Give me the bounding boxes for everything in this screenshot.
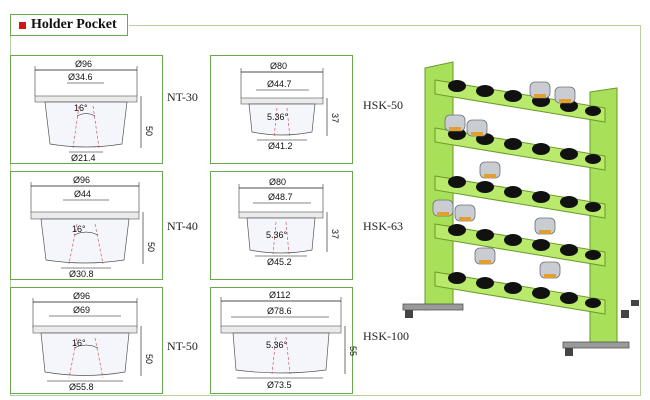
hsk100-top-diameter: Ø112	[269, 290, 290, 300]
hsk63-angle: 5.36°	[266, 230, 288, 240]
nt50-label: NT-50	[167, 339, 198, 353]
nt40-height: 50	[146, 242, 156, 252]
hsk50-height: 37	[330, 113, 340, 123]
section-title: Holder Pocket	[31, 17, 117, 32]
nt50-height: 50	[144, 354, 154, 364]
nt50-drawing-panel: Ø96 Ø69 16° 50 Ø55.8	[10, 287, 163, 394]
hsk63-bottom-diameter: Ø45.2	[267, 257, 292, 267]
hsk100-drawing-panel: Ø112 Ø78.6 5.36° 55 Ø73.5	[210, 287, 358, 394]
header-divider	[129, 25, 641, 26]
hsk63-diagram: Ø80 Ø48.7 5.36° 37 Ø45.2	[238, 177, 340, 267]
nt50-top-diameter: Ø96	[73, 291, 90, 301]
nt50-bottom-diameter: Ø55.8	[69, 382, 94, 392]
hsk63-top-diameter: Ø80	[269, 177, 286, 187]
hsk50-top-diameter: Ø80	[270, 61, 287, 71]
hsk100-height: 55	[348, 346, 358, 356]
nt40-diagram: Ø96 Ø44 16° 50 Ø30.8	[30, 175, 156, 279]
hsk50-bottom-diameter: Ø41.2	[268, 141, 293, 151]
nt30-angle: 16°	[74, 103, 88, 113]
hsk63-mid-diameter: Ø48.7	[268, 192, 293, 202]
hsk50-label: HSK-50	[363, 98, 404, 112]
hsk100-mid-diameter: Ø78.6	[267, 306, 292, 316]
hsk100-bottom-diameter: Ø73.5	[267, 380, 292, 390]
nt30-bottom-diameter: Ø21.4	[71, 153, 96, 163]
hsk100-angle: 5.36°	[266, 340, 288, 350]
nt50-mid-diameter: Ø69	[73, 305, 90, 315]
nt40-drawing-panel: Ø96 Ø44 16° 50 Ø30.8	[10, 171, 163, 280]
nt30-mid-diameter: Ø34.6	[68, 72, 93, 82]
hsk50-diagram: Ø80 Ø44.7 5.36° 37 Ø41.2	[240, 61, 340, 151]
nt50-diagram: Ø96 Ø69 16° 50 Ø55.8	[32, 291, 154, 392]
nt30-diagram: Ø96 Ø34.6 16° 50 Ø21.4	[34, 59, 154, 163]
nt30-drawing-panel: Ø96 Ø34.6 16° 50 Ø21.4	[10, 55, 163, 164]
hsk100-diagram: Ø112 Ø78.6 5.36° 55 Ø73.5	[220, 290, 358, 390]
tool-rack-illustration	[402, 61, 639, 356]
nt50-angle: 16°	[72, 338, 86, 348]
nt40-mid-diameter: Ø44	[74, 189, 91, 199]
nt30-top-diameter: Ø96	[75, 59, 92, 69]
nt40-label: NT-40	[167, 219, 198, 233]
bullet-square-icon	[19, 22, 26, 29]
nt40-top-diameter: Ø96	[73, 175, 90, 185]
hsk50-mid-diameter: Ø44.7	[267, 79, 292, 89]
hsk50-angle: 5.36°	[267, 112, 289, 122]
nt30-label: NT-30	[167, 90, 198, 104]
hsk63-drawing-panel: Ø80 Ø48.7 5.36° 37 Ø45.2	[210, 171, 353, 280]
section-header: Holder Pocket	[10, 14, 128, 36]
hsk63-label: HSK-63	[363, 219, 404, 233]
hsk100-label: HSK-100	[363, 329, 410, 343]
hsk50-drawing-panel: Ø80 Ø44.7 5.36° 37 Ø41.2	[210, 55, 353, 164]
nt30-height: 50	[144, 126, 154, 136]
nt40-angle: 16°	[72, 224, 86, 234]
hsk63-height: 37	[330, 229, 340, 239]
nt40-bottom-diameter: Ø30.8	[69, 269, 94, 279]
